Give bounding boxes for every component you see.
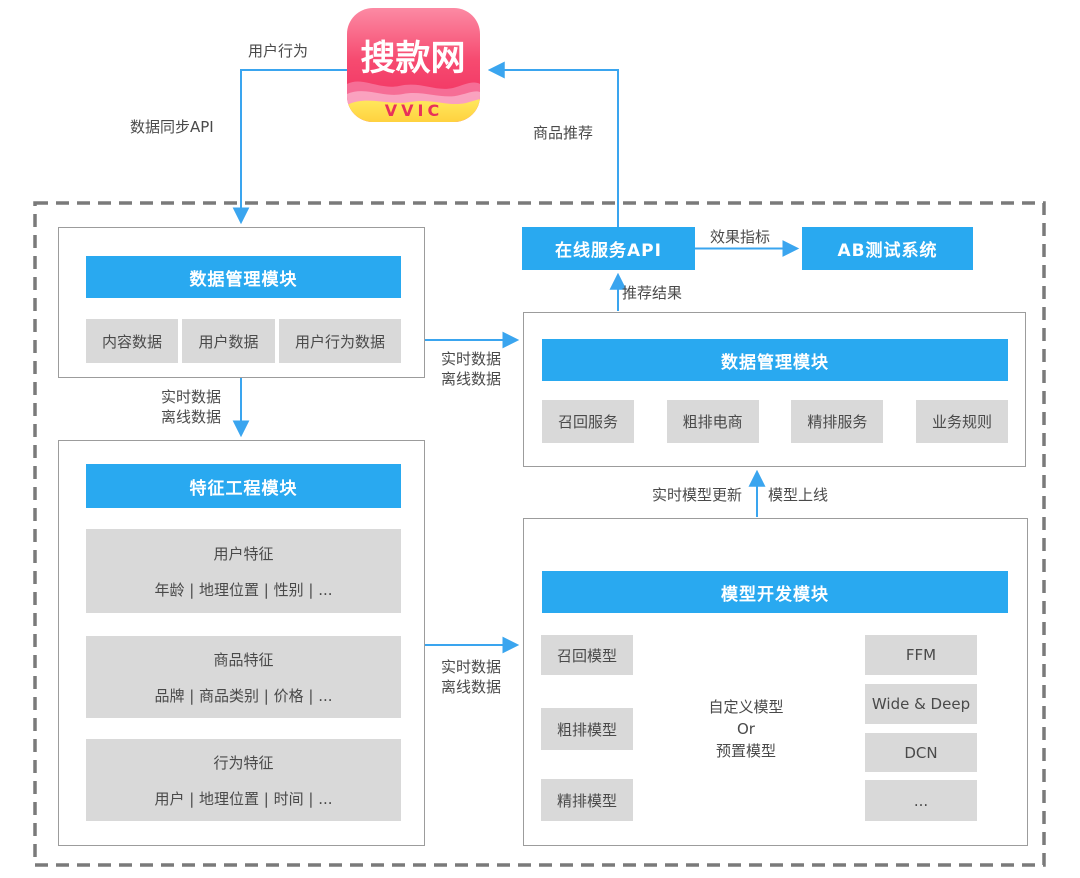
label-realtime-offline-1: 实时数据 离线数据 bbox=[148, 387, 234, 427]
label-effect-metrics: 效果指标 bbox=[710, 228, 771, 246]
feature-name: 用户特征 bbox=[213, 544, 274, 563]
feature-engineering-header: 特征工程模块 bbox=[86, 464, 401, 508]
icon-subtitle: VVIC bbox=[385, 101, 443, 120]
preset-model-item: DCN bbox=[865, 733, 977, 772]
feature-detail: 年龄 | 地理位置 | 性别 | ... bbox=[154, 580, 333, 599]
label-product-recommendation: 商品推荐 bbox=[533, 124, 594, 142]
vvic-app-icon: 搜款网 VVIC bbox=[347, 8, 480, 122]
feature-block-behavior: 行为特征 用户 | 地理位置 | 时间 | ... bbox=[86, 739, 401, 821]
feature-block-item: 商品特征 品牌 | 商品类别 | 价格 | ... bbox=[86, 636, 401, 718]
model-choice-line: 自定义模型 bbox=[708, 698, 784, 716]
icon-yellow-wave bbox=[347, 99, 480, 122]
service-item: 粗排电商 bbox=[666, 400, 759, 443]
label-data-sync-api: 数据同步API bbox=[130, 118, 214, 136]
label-recommendation-result: 推荐结果 bbox=[622, 284, 683, 302]
label-offline-data: 离线数据 bbox=[160, 408, 221, 426]
feature-detail: 用户 | 地理位置 | 时间 | ... bbox=[154, 789, 333, 808]
model-choice-line: 预置模型 bbox=[715, 742, 776, 760]
data-management-items: 内容数据 用户数据 用户行为数据 bbox=[86, 319, 401, 363]
online-inference-header: 数据管理模块 bbox=[542, 339, 1008, 381]
preset-model-item: FFM bbox=[865, 635, 977, 675]
preset-model-item: ... bbox=[865, 780, 977, 821]
feature-name: 行为特征 bbox=[213, 753, 274, 772]
label-realtime-data: 实时数据 bbox=[160, 388, 221, 406]
stage-model-item: 精排模型 bbox=[541, 779, 633, 821]
label-offline-data: 离线数据 bbox=[440, 370, 501, 388]
label-user-behavior: 用户行为 bbox=[248, 42, 309, 60]
data-management-module: 数据管理模块 内容数据 用户数据 用户行为数据 bbox=[58, 227, 425, 378]
service-item: 召回服务 bbox=[542, 400, 635, 443]
label-offline-data: 离线数据 bbox=[440, 678, 501, 696]
service-item: 精排服务 bbox=[791, 400, 884, 443]
preset-model-item: Wide & Deep bbox=[865, 684, 977, 724]
label-realtime-data: 实时数据 bbox=[440, 658, 501, 676]
ab-test-system-box: AB测试系统 bbox=[802, 227, 973, 270]
data-item: 用户行为数据 bbox=[278, 319, 401, 363]
online-service-api-box: 在线服务API bbox=[522, 227, 695, 270]
online-inference-module: 数据管理模块 召回服务 粗排电商 精排服务 业务规则 bbox=[523, 312, 1026, 467]
feature-name: 商品特征 bbox=[213, 650, 274, 669]
service-item: 业务规则 bbox=[915, 400, 1008, 443]
label-realtime-offline-2: 实时数据 离线数据 bbox=[433, 349, 509, 389]
data-item: 用户数据 bbox=[182, 319, 275, 363]
data-management-header: 数据管理模块 bbox=[86, 256, 401, 298]
feature-block-user: 用户特征 年龄 | 地理位置 | 性别 | ... bbox=[86, 529, 401, 613]
label-realtime-model-update: 实时模型更新 bbox=[652, 486, 743, 504]
model-choice-line: Or bbox=[737, 720, 755, 738]
model-development-module: 模型开发模块 召回模型 粗排模型 精排模型 自定义模型 Or 预置模型 FFM … bbox=[523, 518, 1028, 846]
online-inference-items: 召回服务 粗排电商 精排服务 业务规则 bbox=[542, 400, 1008, 443]
icon-title: 搜款网 bbox=[360, 39, 465, 79]
product-recommendation-flow-line bbox=[487, 61, 619, 227]
data-item: 内容数据 bbox=[86, 319, 179, 363]
label-realtime-offline-3: 实时数据 离线数据 bbox=[433, 657, 509, 697]
label-realtime-data: 实时数据 bbox=[440, 350, 501, 368]
platform-dashed-border bbox=[33, 201, 1046, 867]
feature-engineering-module: 特征工程模块 用户特征 年龄 | 地理位置 | 性别 | ... 商品特征 品牌… bbox=[58, 440, 425, 846]
user-behavior-flow-line bbox=[232, 69, 347, 225]
stage-model-item: 粗排模型 bbox=[541, 708, 633, 750]
model-choice-text: 自定义模型 Or 预置模型 bbox=[696, 696, 796, 762]
model-development-header: 模型开发模块 bbox=[542, 571, 1008, 613]
stage-model-item: 召回模型 bbox=[541, 635, 633, 675]
label-model-online: 模型上线 bbox=[768, 486, 829, 504]
feature-detail: 品牌 | 商品类别 | 价格 | ... bbox=[154, 686, 333, 705]
